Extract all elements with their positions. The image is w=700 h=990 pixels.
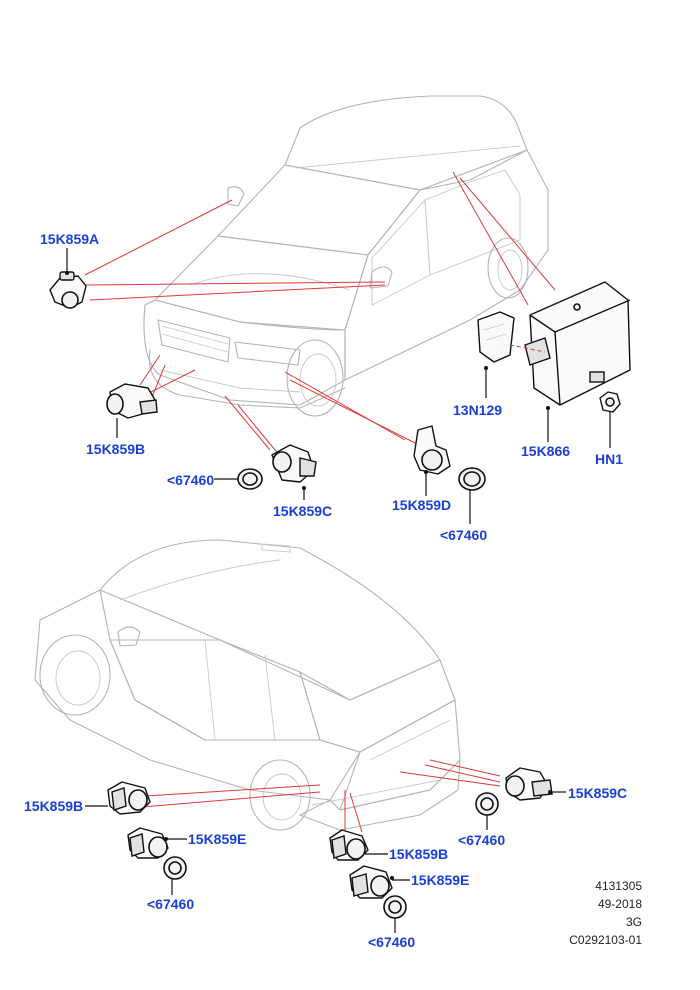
callout-15K859E-rear-left[interactable]: 15K859E: [188, 831, 247, 847]
callout-bezel-rear-right[interactable]: <67460: [458, 832, 506, 848]
revision-code: 3G: [625, 915, 642, 929]
rear-sensor-15K859B-left[interactable]: [107, 781, 151, 815]
illustration-number: 4131305: [595, 879, 642, 893]
callout-connectors: [66, 248, 410, 881]
front-bezel-d[interactable]: [458, 467, 486, 524]
rear-sensor-15K859E-center[interactable]: [349, 865, 394, 899]
front-outer-sensor-15K859B[interactable]: [106, 383, 158, 438]
nut-HN1[interactable]: [599, 391, 621, 448]
callout-15K859C-front[interactable]: 15K859C: [273, 503, 333, 519]
front-leader-lines: [84, 171, 556, 463]
rear-vehicle-illustration: [34, 539, 461, 831]
date-code: 49-2018: [597, 897, 642, 911]
callout-15K859B-front[interactable]: 15K859B: [86, 441, 146, 457]
rear-bezel-right[interactable]: [475, 792, 499, 830]
rear-sensor-15K859E-left[interactable]: [127, 827, 169, 859]
callout-bezel-d-front[interactable]: <67460: [440, 527, 488, 543]
rear-sensor-15K859B-center[interactable]: [329, 829, 369, 861]
callout-15K859D[interactable]: 15K859D: [392, 497, 452, 513]
front-side-sensor-15K859A[interactable]: [49, 271, 87, 309]
rear-bezel-left[interactable]: [163, 856, 187, 895]
graphic-id: C0292103-01: [569, 933, 642, 947]
callout-HN1[interactable]: HN1: [595, 451, 624, 467]
bracket-13N129[interactable]: [477, 311, 515, 398]
rear-sensor-15K859C-right[interactable]: [505, 767, 566, 801]
callout-15K859B-rear-left[interactable]: 15K859B: [24, 798, 84, 814]
callout-bezel-c-front[interactable]: <67460: [167, 472, 215, 488]
callout-15K859A[interactable]: 15K859A: [40, 231, 100, 247]
callout-15K859B-rear-center[interactable]: 15K859B: [389, 846, 449, 862]
callout-bezel-rear-center[interactable]: <67460: [368, 934, 416, 950]
front-center-sensor-15K859C[interactable]: [271, 444, 317, 500]
front-bezel-c[interactable]: [214, 468, 263, 490]
parking-aid-module-15K866[interactable]: [509, 281, 631, 442]
callout-bezel-rear-left[interactable]: <67460: [147, 896, 195, 912]
front-center-sensor-15K859D[interactable]: [413, 425, 451, 496]
callout-15K859E-rear-center[interactable]: 15K859E: [411, 872, 470, 888]
callout-15K859C-rear-right[interactable]: 15K859C: [568, 785, 628, 801]
rear-bezel-center[interactable]: [383, 895, 407, 933]
callout-13N129[interactable]: 13N129: [453, 402, 503, 418]
rear-leader-lines: [129, 759, 501, 833]
callout-15K866[interactable]: 15K866: [521, 443, 571, 459]
